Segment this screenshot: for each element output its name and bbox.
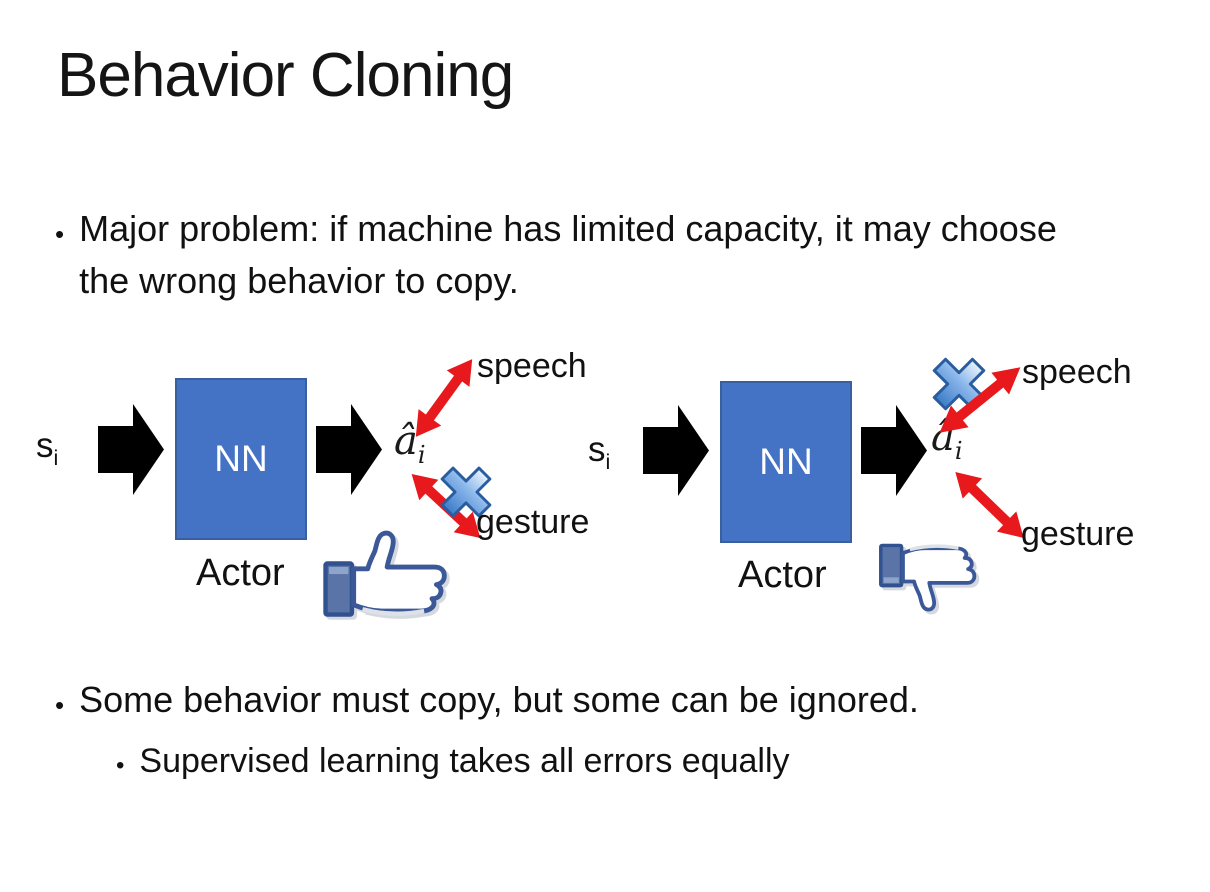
sub-bullet-supervised: • Supervised learning takes all errors e…	[116, 736, 1126, 791]
right-gesture-double-arrow-icon	[946, 462, 1034, 548]
bullet-dot: •	[116, 752, 125, 779]
bullet-dot: •	[55, 690, 65, 720]
right-gesture-label: gesture	[1021, 515, 1135, 553]
bullet-major-problem-text: Major problem: if machine has limited ca…	[79, 208, 1057, 301]
right-output-flow-arrow-icon	[861, 403, 927, 498]
state-subscript: i	[53, 445, 59, 470]
action-subscript: i	[417, 441, 426, 469]
thumbs-down-icon	[878, 527, 982, 627]
right-speech-label: speech	[1022, 353, 1132, 391]
right-input-flow-arrow-icon	[643, 403, 709, 498]
left-output-flow-arrow-icon	[316, 402, 382, 497]
nn-box-label: NN	[214, 438, 268, 479]
right-input-state: si	[588, 430, 610, 475]
bullet-some-behavior: • Some behavior must copy, but some can …	[55, 674, 1165, 731]
right-speech-double-arrow-icon	[931, 356, 1029, 443]
bullet-major-problem: • Major problem: if machine has limited …	[55, 203, 1070, 307]
action-symbol: â	[394, 418, 418, 464]
right-actor-label: Actor	[738, 554, 827, 596]
nn-box-label: NN	[759, 441, 813, 482]
right-speech-cross-icon	[929, 354, 989, 414]
right-nn-box: NN	[720, 381, 852, 543]
thumbs-up-icon	[322, 528, 454, 621]
bullet-dot: •	[55, 219, 65, 249]
state-symbol: s	[36, 426, 54, 465]
left-input-state: si	[36, 426, 58, 471]
sub-bullet-supervised-text: Supervised learning takes all errors equ…	[139, 742, 790, 780]
bullet-some-behavior-text: Some behavior must copy, but some can be…	[79, 679, 919, 720]
left-nn-box: NN	[175, 378, 307, 540]
state-symbol: s	[588, 430, 606, 469]
left-gesture-label: gesture	[476, 503, 590, 541]
state-subscript: i	[605, 449, 611, 474]
action-subscript: i	[954, 437, 963, 465]
slide-title: Behavior Cloning	[57, 41, 514, 110]
left-gesture-cross-icon	[437, 463, 495, 521]
left-speech-double-arrow-icon	[404, 351, 483, 445]
left-predicted-action: âi	[394, 418, 426, 469]
left-speech-label: speech	[477, 347, 587, 385]
left-actor-label: Actor	[196, 552, 285, 594]
left-input-flow-arrow-icon	[98, 402, 164, 497]
